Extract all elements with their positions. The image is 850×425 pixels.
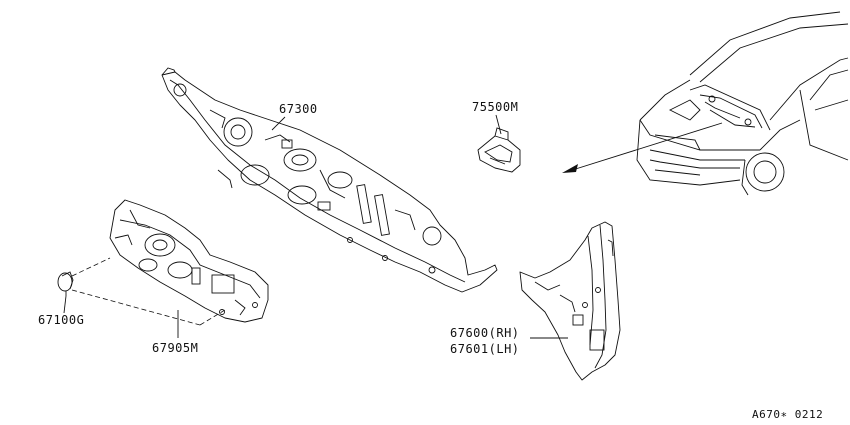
label-75500m: 75500M	[472, 100, 518, 114]
car-illustration	[636, 11, 849, 196]
dash-line-2	[71, 289, 201, 326]
part-75500m	[477, 127, 521, 173]
part-67905m	[109, 199, 269, 323]
part-67300	[161, 67, 498, 293]
diagram-code: A670∗ 0212	[752, 408, 823, 421]
label-67100g: 67100G	[38, 313, 84, 327]
leader-67100g	[63, 295, 67, 314]
leader-75500m	[495, 114, 502, 135]
label-67905m: 67905M	[152, 341, 198, 355]
leader-67300	[271, 116, 286, 131]
label-67601-lh: 67601(LH)	[450, 342, 520, 356]
part-67100g	[57, 271, 74, 296]
label-67300: 67300	[279, 102, 318, 116]
dash-line-3	[199, 309, 226, 326]
label-67600-rh: 67600(RH)	[450, 326, 520, 340]
pointer-arrow	[562, 122, 723, 173]
part-67600-67601	[519, 221, 621, 381]
dash-line-1	[71, 257, 111, 277]
